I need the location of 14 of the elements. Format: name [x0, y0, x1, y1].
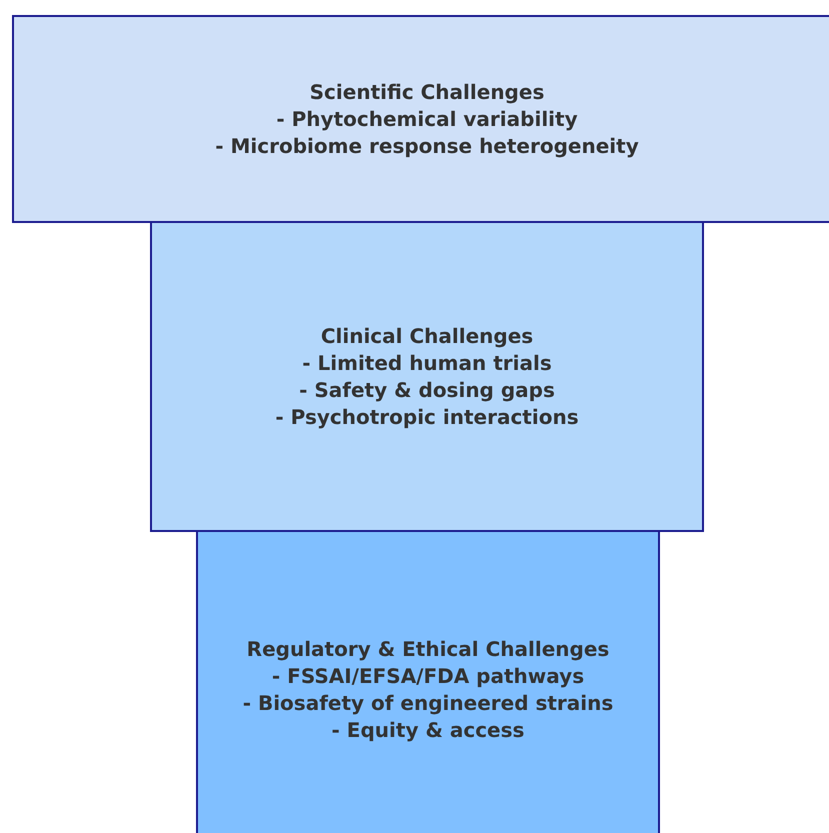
- tier-heading: Scientific Challenges: [310, 78, 544, 106]
- tier-heading: Regulatory & Ethical Challenges: [246, 636, 610, 663]
- bullet-text: - Psychotropic interactions: [275, 404, 579, 430]
- tier-heading: Clinical Challenges: [320, 322, 534, 350]
- bullet-text: - Safety & dosing gaps: [299, 376, 555, 404]
- bullet-text: - Equity & access: [332, 717, 524, 744]
- bullet-text: - Phytochemical variability: [276, 106, 578, 132]
- bottom-tier-box: [196, 530, 660, 833]
- bullet-text: - Limited human trials: [302, 350, 552, 376]
- middle-tier-box: [150, 221, 704, 532]
- bullet-text: - Biosafety of engineered strains: [242, 690, 614, 717]
- top-tier-box: [12, 15, 829, 223]
- bullet-text: - Microbiome response heterogeneity: [215, 132, 639, 160]
- bullet-text: - FSSAI/EFSA/FDA pathways: [272, 663, 584, 690]
